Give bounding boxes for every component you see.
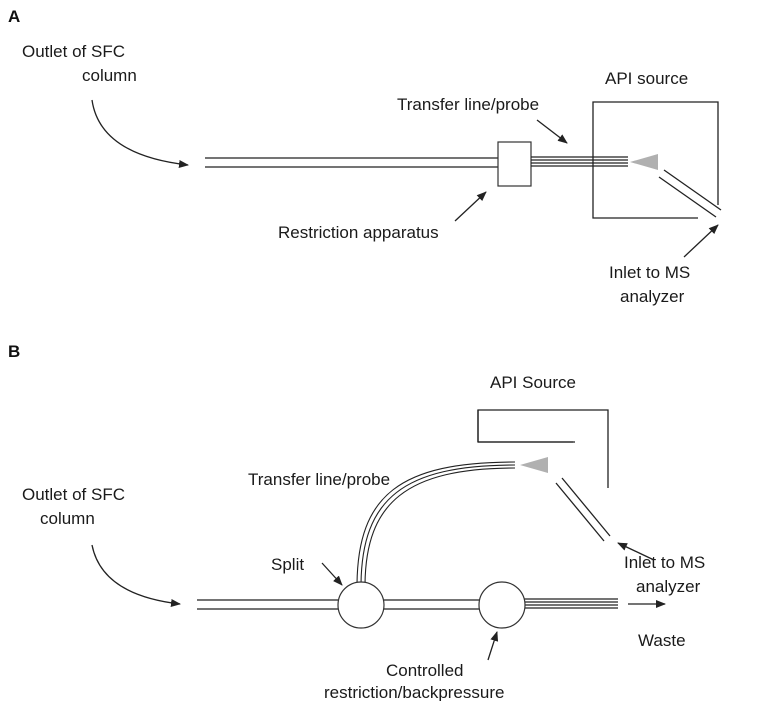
panel-a-transfer-label: Transfer line/probe [397, 95, 539, 114]
panel-a-outlet-label-line1: Outlet of SFC [22, 42, 125, 61]
panel-a-restriction-box [497, 141, 532, 187]
panel-a-inlet-arrow [683, 224, 719, 258]
panel-b-restriction-circle [478, 581, 526, 629]
panel-b-split-arrow [321, 562, 343, 586]
panel-b-outlet-label-line2: column [40, 509, 95, 528]
panel-a-label: A [8, 7, 20, 26]
panel-a-outlet-arrow [91, 99, 189, 168]
panel-b-waste-tube [523, 598, 618, 609]
panel-a-inlet-label-line2: analyzer [620, 287, 685, 306]
panel-b-transfer-line [356, 461, 516, 585]
panel-a-restriction-arrow [454, 191, 487, 222]
panel-b-split-label: Split [271, 555, 304, 574]
panel-a-outlet-label-line2: column [82, 66, 137, 85]
panel-a-ms-inlet [658, 169, 722, 218]
panel-b-inlet-label-line1: Inlet to MS [624, 553, 705, 572]
panel-a-column-tube [205, 157, 498, 168]
panel-b-waste-label: Waste [638, 631, 686, 650]
panel-b-ms-inlet [555, 477, 611, 542]
panel-a-api-source-box [592, 101, 719, 219]
panel-b-split-circle [337, 581, 385, 629]
panel-b-controlled-arrow [487, 631, 499, 661]
panel-b-spray-cone [520, 457, 548, 473]
panel-b-bypass-tube [384, 599, 480, 610]
panel-a: A Outlet of SFC column API source Trans [8, 7, 722, 306]
panel-b-column-tube [197, 599, 338, 610]
panel-b-api-source-label: API Source [490, 373, 576, 392]
panel-b-controlled-label-line1: Controlled [386, 661, 464, 680]
panel-b-inlet-arrow [617, 542, 655, 561]
panel-b: B API Source Outlet of SFC column [8, 342, 705, 701]
panel-a-inlet-label-line1: Inlet to MS [609, 263, 690, 282]
panel-a-api-source-label: API source [605, 69, 688, 88]
panel-a-spray-cone [630, 154, 658, 170]
panel-b-inlet-label-line2: analyzer [636, 577, 701, 596]
panel-a-transfer-arrow [536, 119, 568, 144]
panel-b-label: B [8, 342, 20, 361]
panel-b-api-source-box [477, 409, 609, 488]
panel-b-outlet-label-line1: Outlet of SFC [22, 485, 125, 504]
panel-a-restriction-label: Restriction apparatus [278, 223, 439, 242]
panel-a-transfer-line [531, 156, 628, 167]
panel-b-transfer-label: Transfer line/probe [248, 470, 390, 489]
panel-b-outlet-arrow [91, 544, 181, 607]
panel-b-controlled-label-line2: restriction/backpressure [324, 683, 504, 701]
